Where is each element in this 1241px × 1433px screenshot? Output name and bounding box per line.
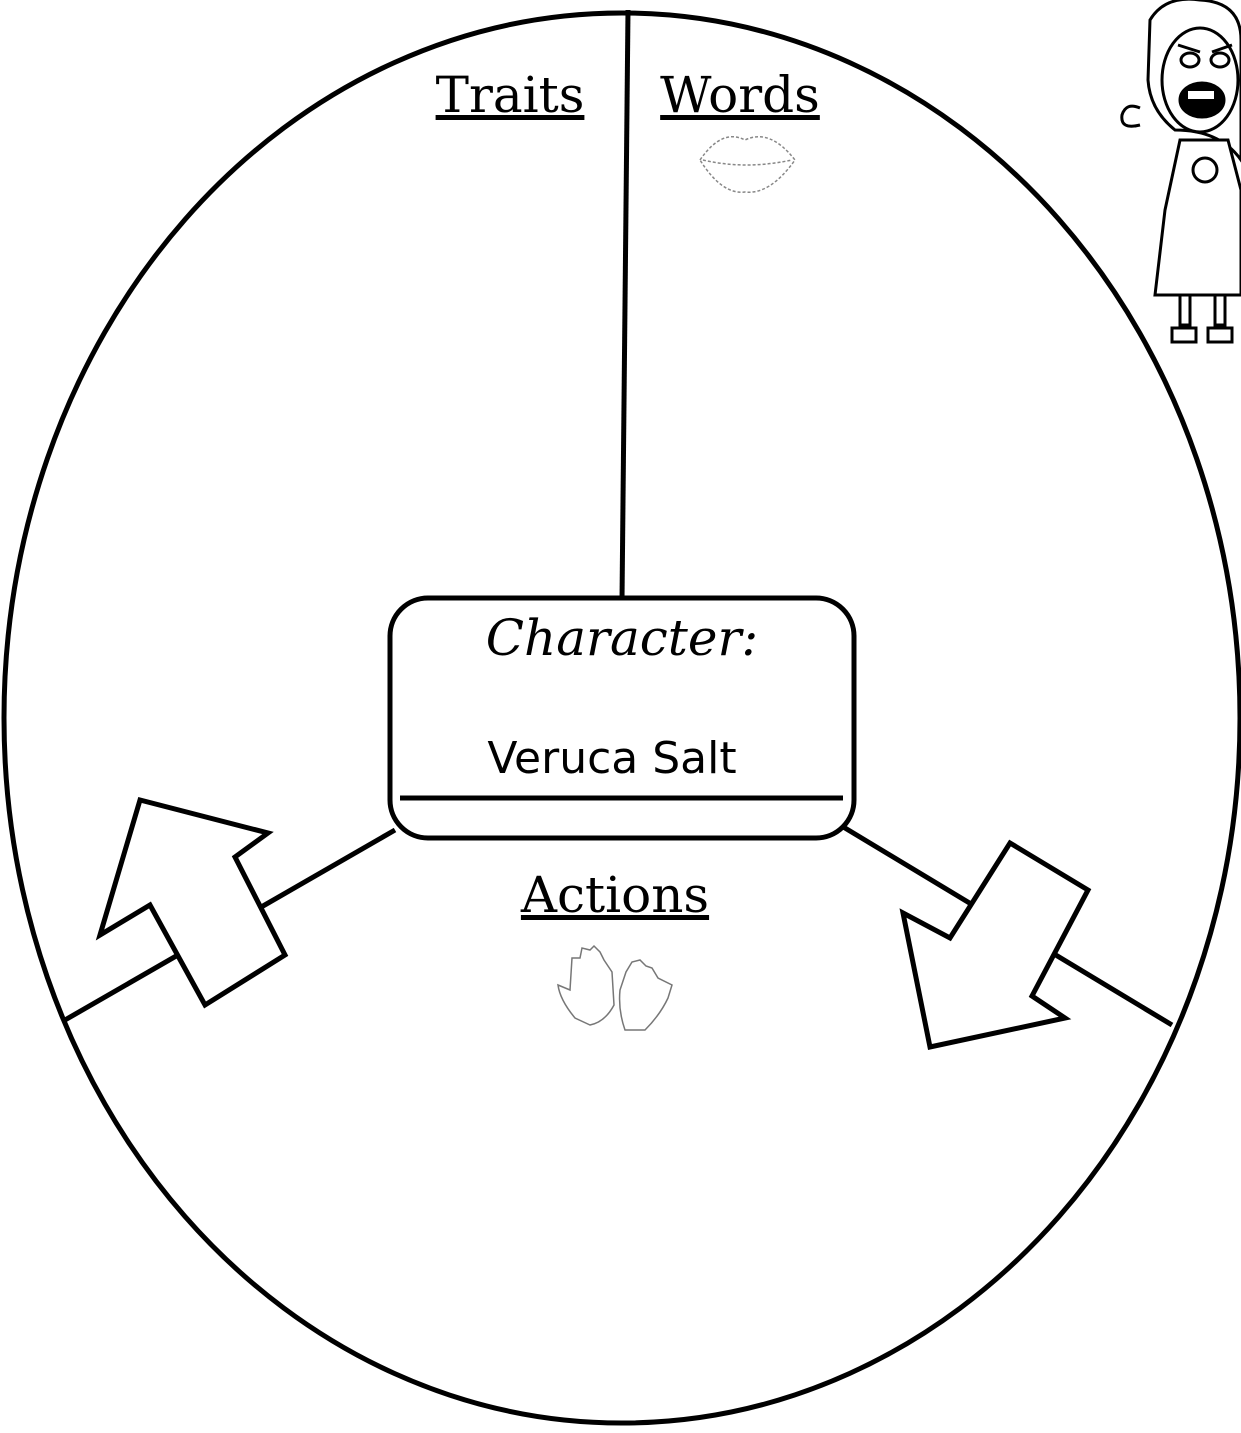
left-arrow-shape [95, 796, 289, 1009]
words-label: Words [660, 66, 820, 124]
hands-icon [557, 944, 673, 1031]
character-title: Character: [486, 609, 758, 667]
angry-girl-illustration [1120, 0, 1241, 344]
character-name: Veruca Salt [487, 733, 736, 784]
traits-label: Traits [436, 66, 585, 124]
right-arrow-shape [899, 839, 1092, 1050]
actions-label: Actions [520, 866, 709, 924]
outer-oval [1, 10, 1241, 1426]
character-box [387, 595, 857, 841]
top-divider-line [619, 9, 631, 601]
lips-icon [699, 136, 796, 193]
